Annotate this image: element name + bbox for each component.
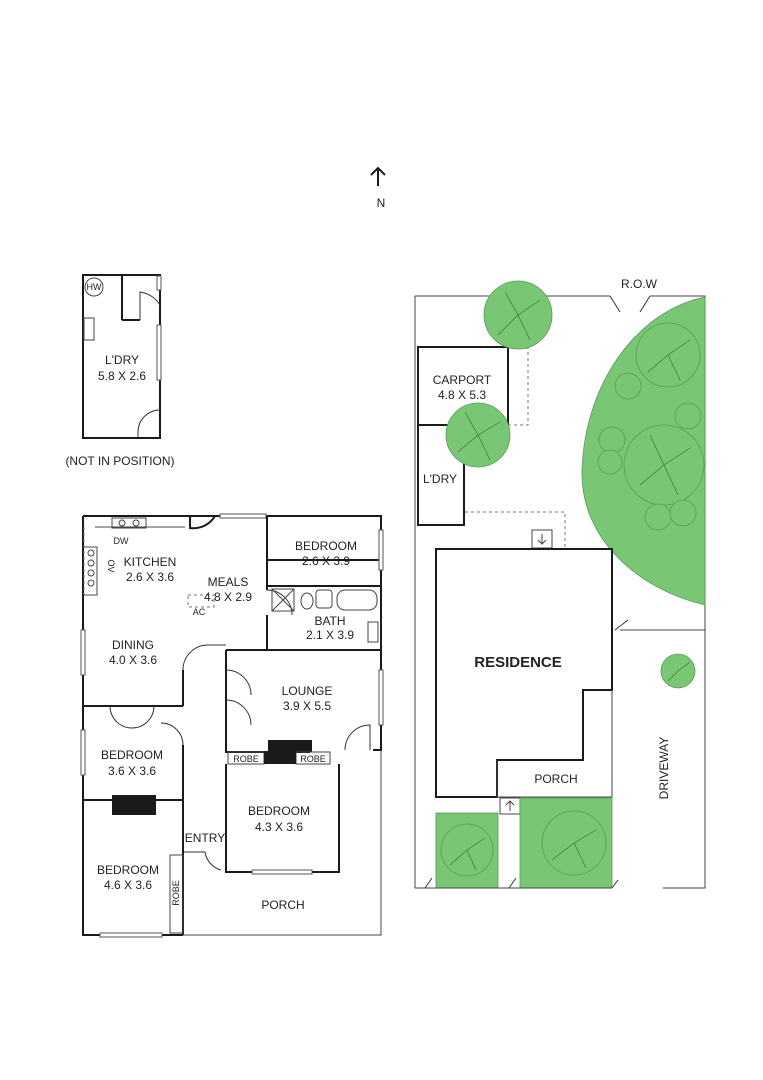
site-plan: R.O.W CARPORT 4.8 X 5.3 L'DRY RESIDENCE … [414,277,706,889]
laundry-annex: HW L'DRY 5.8 X 2.6 (NOT IN POSITION) [65,274,175,468]
bedroom-2-size: 3.6 X 3.6 [108,764,156,778]
kitchen-name: KITCHEN [124,555,177,569]
dining-name: DINING [112,638,154,652]
oven-label: OV [106,559,116,572]
robe-label-bed4: ROBE [171,880,181,906]
kitchen-size: 2.6 X 3.6 [126,570,174,584]
site-porch-label: PORCH [534,772,577,786]
bedroom-fireplace [112,795,156,815]
tree-icon [635,322,701,388]
dining-size: 4.0 X 3.6 [109,653,157,667]
bedroom-4-name: BEDROOM [97,863,159,877]
meals-name: MEALS [208,575,249,589]
hot-water-icon [84,277,104,297]
bath-name: BATH [314,614,345,628]
residence-outline [435,548,613,798]
tree-icon [660,653,696,689]
lounge-size: 3.9 X 5.5 [283,699,331,713]
tree-icon [483,280,553,350]
meals-size: 4.8 X 2.9 [204,590,252,604]
robe-label-right: ROBE [300,754,326,764]
bedroom-1-name: BEDROOM [295,539,357,553]
north-label: N [377,196,386,210]
north-arrow-icon [370,166,386,186]
dishwasher-label: DW [114,536,129,546]
house-plan: DW OV ROBE ROBE [80,513,384,938]
bedroom-2-name: BEDROOM [101,748,163,762]
entry-label: ENTRY [185,831,225,845]
tree-icon [440,823,494,877]
not-in-position-note: (NOT IN POSITION) [65,454,174,468]
north-compass: N [370,166,386,210]
carport-name: CARPORT [433,373,492,387]
laundry-annex-name: L'DRY [105,353,139,367]
tree-icon [597,372,702,531]
hot-water-label: HW [87,282,102,292]
site-laundry-label: L'DRY [423,472,457,486]
bedroom-4-size: 4.6 X 3.6 [104,878,152,892]
ac-label: AC [193,607,206,617]
tree-icon [541,810,607,876]
tree-icon [445,402,511,468]
row-label: R.O.W [621,277,658,291]
residence-label: RESIDENCE [474,654,562,671]
laundry-annex-size: 5.8 X 2.6 [98,369,146,383]
house-porch-label: PORCH [261,898,304,912]
bath-size: 2.1 X 3.9 [306,628,354,642]
driveway-label: DRIVEWAY [657,737,671,800]
lounge-fireplace [268,740,312,752]
bedroom-3-size: 4.3 X 3.6 [255,820,303,834]
robe-label-left: ROBE [233,754,259,764]
lounge-name: LOUNGE [282,684,333,698]
tree-icon [623,424,705,506]
carport-size: 4.8 X 5.3 [438,388,486,402]
bedroom-1-size: 2.6 X 3.9 [302,554,350,568]
bedroom-3-name: BEDROOM [248,804,310,818]
